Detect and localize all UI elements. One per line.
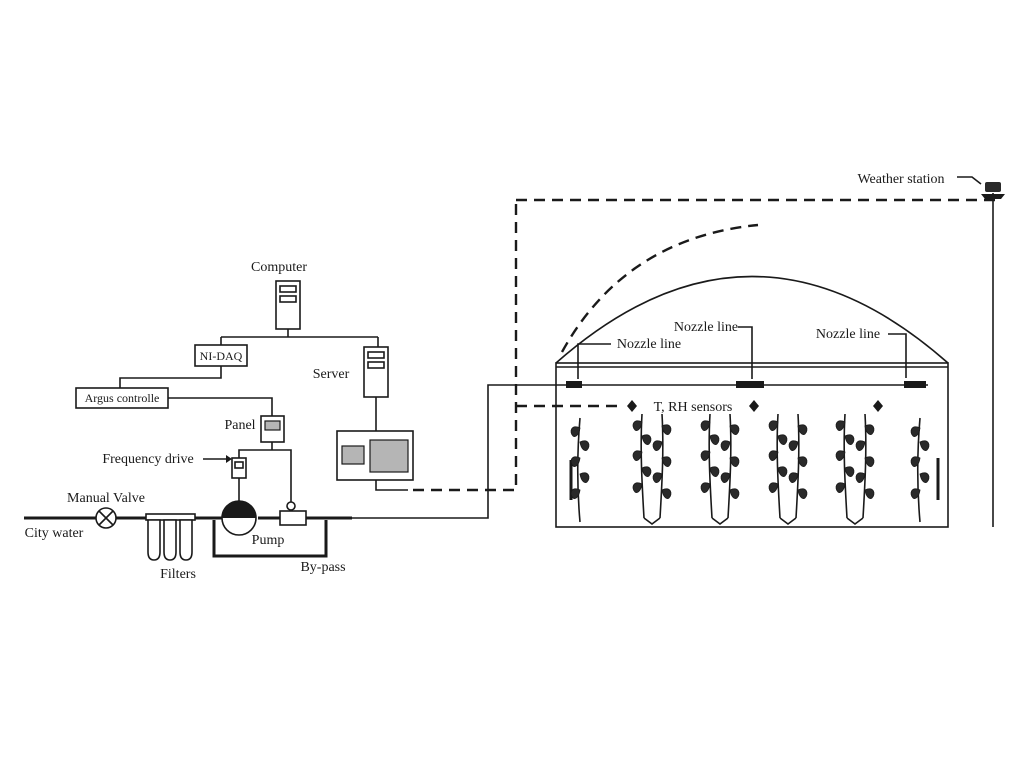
nozzle-line-left-label: Nozzle line xyxy=(617,337,681,352)
weather-station-pointer xyxy=(957,176,982,185)
manual-valve-label: Manual Valve xyxy=(67,491,145,506)
nozzle-center-pointer xyxy=(738,326,753,379)
ni-daq-label: NI-DAQ xyxy=(200,349,243,363)
server-label: Server xyxy=(313,367,350,382)
argus-controller-label: Argus controlle xyxy=(85,391,160,405)
manual-valve-icon xyxy=(95,507,117,529)
sensor-left-icon xyxy=(627,400,637,412)
computer-icon xyxy=(275,280,301,330)
weather-station-icon xyxy=(981,182,1005,199)
server-greenhouse-dashed-line xyxy=(413,200,518,492)
greenhouse-roof xyxy=(555,275,949,364)
monitor-icon xyxy=(336,430,414,481)
filters-label: Filters xyxy=(160,567,196,582)
computer-network-line xyxy=(220,329,379,347)
plant-5 xyxy=(835,413,875,525)
plant-4 xyxy=(768,413,808,525)
panel-label: Panel xyxy=(224,418,255,433)
server-icon xyxy=(363,346,389,398)
bypass-line xyxy=(212,520,328,558)
frequency-drive-arrow-icon xyxy=(226,455,232,463)
daq-argus-line xyxy=(119,366,222,388)
plant-3 xyxy=(700,413,740,525)
argus-panel-line xyxy=(168,397,273,416)
filters-icon xyxy=(145,513,196,561)
nozzle-right-icon xyxy=(904,381,926,388)
water-line-to-greenhouse xyxy=(352,384,578,519)
pressure-valve-icon xyxy=(279,501,307,526)
weather-station-label: Weather station xyxy=(857,172,944,187)
nozzle-line-right-label: Nozzle line xyxy=(816,327,880,342)
panel-icon xyxy=(260,415,285,443)
plant-1 xyxy=(570,417,590,523)
city-water-label: City water xyxy=(25,526,84,541)
sensors-label: T, RH sensors xyxy=(654,400,733,415)
frequency-drive-icon xyxy=(231,457,247,479)
nozzle-line-center-label: Nozzle line xyxy=(674,320,738,335)
pump-icon xyxy=(221,500,257,536)
pump-label: Pump xyxy=(252,533,285,548)
plant-6 xyxy=(910,417,930,523)
monitor-out-line xyxy=(375,480,408,491)
computer-label: Computer xyxy=(251,260,307,275)
nozzle-left-pointer xyxy=(577,343,611,379)
panel-control-lines xyxy=(238,442,292,503)
bypass-label: By-pass xyxy=(300,560,345,575)
nozzle-center-icon xyxy=(736,381,764,388)
frequency-drive-label: Frequency drive xyxy=(102,452,193,467)
sensor-right-icon xyxy=(873,400,883,412)
nozzle-right-pointer xyxy=(888,333,907,378)
sensor-middle-icon xyxy=(749,400,759,412)
nozzle-left-icon xyxy=(566,381,582,388)
plant-2 xyxy=(632,413,672,525)
